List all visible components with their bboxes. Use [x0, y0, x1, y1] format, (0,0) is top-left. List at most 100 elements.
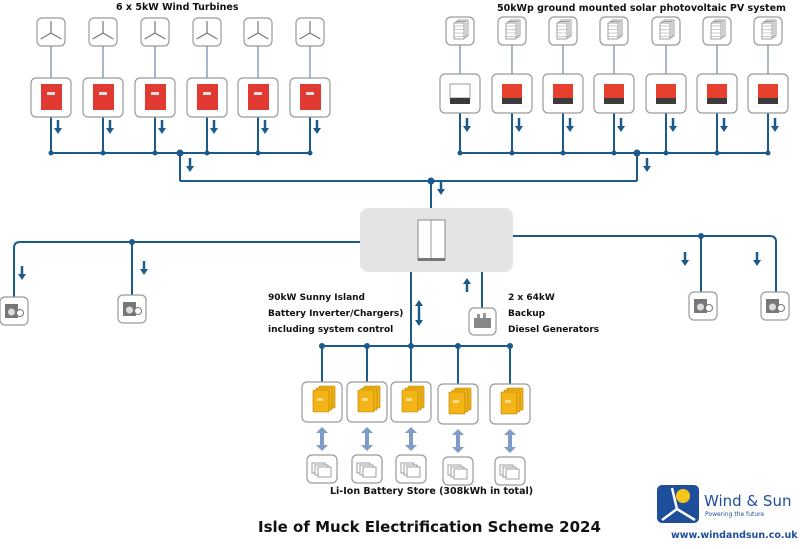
- wind-inverter-icon: [248, 84, 269, 110]
- battery-icon: [400, 462, 421, 478]
- generators-line-3: Diesel Generators: [508, 325, 600, 335]
- flow-down-arrow-icon: [106, 120, 114, 134]
- battery-inverter-icon: [448, 387, 472, 415]
- flow-down-arrow-icon: [54, 120, 62, 134]
- flow-up-arrow-icon: [463, 278, 471, 292]
- solar-panel-icon: [607, 19, 623, 40]
- solar-panel-icon: [710, 19, 726, 40]
- wind-turbine-unit: [30, 17, 72, 134]
- pv-inverter-icon: [449, 83, 471, 104]
- diagram-title: Isle of Muck Electrification Scheme 2024: [258, 518, 601, 536]
- flow-down-arrow-icon: [313, 120, 321, 134]
- left-load-corner: [13, 241, 21, 297]
- wind-inverter-icon: [197, 84, 218, 110]
- solar-panel-icon: [453, 19, 469, 40]
- brand-name: Wind & Sun: [704, 492, 792, 510]
- flow-down-arrow-icon: [437, 181, 445, 195]
- generators-line-1: 2 x 64kW: [508, 293, 555, 303]
- turbine-blade-icon: [661, 487, 696, 522]
- battery-inverter-icon: [500, 387, 524, 415]
- pv-array-unit: [645, 16, 687, 132]
- battery-inverter-unit: [489, 383, 531, 425]
- flow-down-arrow-icon: [18, 266, 26, 280]
- flow-down-arrow-icon: [463, 118, 471, 132]
- flow-down-arrow-icon: [515, 118, 523, 132]
- load-unit: [117, 294, 147, 324]
- battery-icon: [356, 462, 377, 478]
- battery-group: [301, 381, 531, 486]
- wind-turbine-unit: [186, 17, 228, 134]
- load-group: [0, 291, 790, 326]
- sun-icon: [676, 489, 690, 503]
- battery-unit: [442, 456, 474, 486]
- pv-array-unit: [491, 16, 533, 132]
- pv-inverter-icon: [502, 84, 522, 104]
- battery-unit: [395, 454, 427, 484]
- wind-inverter-icon: [41, 84, 62, 110]
- flow-down-arrow-icon: [158, 120, 166, 134]
- household-load-icon: [694, 299, 713, 313]
- flow-down-arrow-icon: [681, 252, 689, 266]
- generators-label: 2 x 64kW Backup Diesel Generators: [508, 290, 599, 338]
- battery-flow-arrow-icon: [504, 429, 516, 453]
- distribution-cabinet-icon: [417, 219, 446, 261]
- battery-inverter-unit: [301, 381, 343, 423]
- battery-unit: [351, 454, 383, 484]
- wind-turbine-group: [30, 17, 331, 134]
- generator-group: [463, 278, 497, 336]
- solar-panel-icon: [505, 19, 521, 40]
- flow-down-arrow-icon: [566, 118, 574, 132]
- wind-turbine-icon: [40, 21, 62, 40]
- generator-unit: [468, 307, 497, 336]
- wind-turbine-icon: [144, 21, 166, 40]
- bus-lines: [13, 113, 777, 384]
- pv-array-group: [439, 16, 789, 132]
- battery-inverter-unit: [390, 381, 432, 423]
- bidirectional-arrow-icon: [415, 300, 423, 326]
- flow-down-arrow-icon: [140, 261, 148, 275]
- wind-and-sun-logo: [657, 485, 699, 523]
- battery-icon: [499, 464, 520, 480]
- battery-inverter-icon: [401, 385, 425, 413]
- battery-icon: [311, 462, 332, 478]
- wind-turbine-unit: [289, 17, 331, 134]
- flow-down-arrow-icon: [720, 118, 728, 132]
- wind-inverter-icon: [145, 84, 166, 110]
- wind-turbine-icon: [299, 21, 321, 40]
- wind-inverter-icon: [300, 84, 321, 110]
- flow-down-arrow-icon: [643, 158, 651, 172]
- flow-down-arrow-icon: [617, 118, 625, 132]
- wind-turbine-unit: [134, 17, 176, 134]
- load-unit: [688, 291, 718, 321]
- solar-panel-icon: [556, 19, 572, 40]
- battery-unit: [306, 454, 338, 484]
- load-unit: [760, 291, 790, 321]
- battery-unit: [494, 456, 526, 486]
- household-load-icon: [5, 304, 24, 318]
- distribution-hub: [360, 208, 513, 272]
- wind-turbine-icon: [247, 21, 269, 40]
- pv-array-unit: [439, 16, 481, 132]
- battery-flow-arrow-icon: [405, 427, 417, 451]
- pv-inverter-icon: [604, 84, 624, 104]
- battery-store-label: Li-Ion Battery Store (308kWh in total): [330, 486, 534, 497]
- sunny-island-line-1: 90kW Sunny Island: [268, 293, 365, 303]
- brand-url[interactable]: www.windandsun.co.uk: [671, 530, 798, 541]
- wind-turbine-icon: [92, 21, 114, 40]
- household-load-icon: [123, 302, 142, 316]
- pv-inverter-icon: [758, 84, 778, 104]
- wind-turbine-unit: [237, 17, 279, 134]
- pv-array-unit: [747, 16, 789, 132]
- battery-flow-arrow-icon: [361, 427, 373, 451]
- household-load-icon: [766, 299, 785, 313]
- flow-down-arrow-icon: [771, 118, 779, 132]
- right-load-corner: [769, 235, 777, 292]
- generators-line-2: Backup: [508, 309, 546, 319]
- pv-inverter-icon: [553, 84, 573, 104]
- pv-array-unit: [542, 16, 584, 132]
- diesel-generator-icon: [474, 313, 491, 328]
- battery-flow-arrow-icon: [316, 427, 328, 451]
- flow-down-arrow-icon: [186, 158, 194, 172]
- load-unit: [0, 296, 29, 326]
